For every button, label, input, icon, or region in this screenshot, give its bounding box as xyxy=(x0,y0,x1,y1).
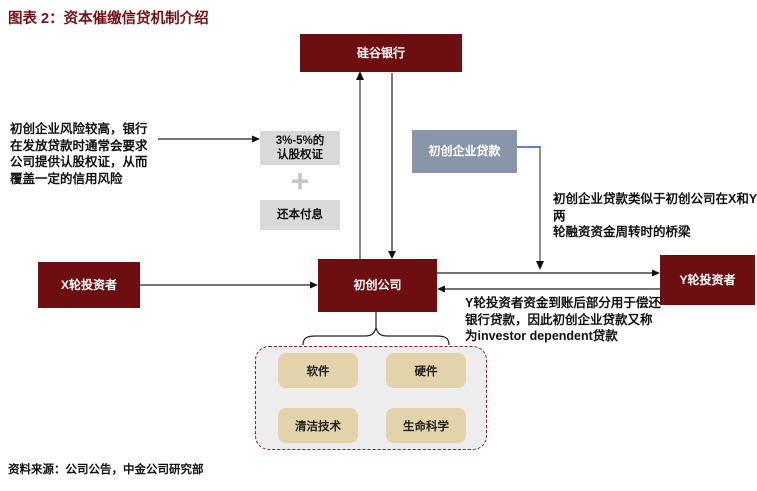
node-warrant: 3%-5%的 认股权证 xyxy=(260,131,340,165)
node-repayment: 还本付息 xyxy=(260,200,340,230)
arrowhead-note-to-warrant xyxy=(252,135,260,143)
note-investor-dependent: Y轮投资者资金到账后部分用于偿还 银行贷款，因此初创企业贷款又称 为invest… xyxy=(465,296,661,343)
arrowhead-loan-drop xyxy=(536,261,544,270)
sector-cleantech: 清洁技术 xyxy=(278,408,358,443)
node-x-round-investor: X轮投资者 xyxy=(38,262,140,308)
figure-title: 图表 2：资本催缴信贷机制介绍 xyxy=(8,11,209,27)
node-startup-loan: 初创企业贷款 xyxy=(412,130,517,173)
sectors-panel: 软件 硬件 清洁技术 生命科学 xyxy=(255,346,487,450)
sector-software: 软件 xyxy=(278,353,358,388)
sector-hardware: 硬件 xyxy=(386,353,466,388)
arrowhead-xinvestor xyxy=(310,281,318,289)
node-silicon-valley-bank: 硅谷银行 xyxy=(300,34,462,72)
note-warrant-requirement: 初创企业风险较高，银行 在发放贷款时通常会要求 公司提供认股权证，从而 覆盖一定… xyxy=(10,122,148,186)
node-y-round-investor: Y轮投资者 xyxy=(660,255,755,305)
sector-life-science: 生命科学 xyxy=(386,408,466,443)
plus-icon: + xyxy=(290,163,310,199)
note-bridge-loan: 初创企业贷款类似于初创公司在X和Y两 轮融资资金周转时的桥梁 xyxy=(553,192,757,239)
arrowhead-down-startup xyxy=(388,251,396,259)
arrowhead-return-startup xyxy=(437,285,445,293)
node-startup-company: 初创公司 xyxy=(318,259,437,312)
source-line: 资料来源：公司公告，中金公司研究部 xyxy=(8,464,204,476)
sectors-brace xyxy=(302,326,450,346)
arrowhead-to-yinvestor xyxy=(652,269,660,277)
arrowhead-up-bank xyxy=(356,71,364,80)
